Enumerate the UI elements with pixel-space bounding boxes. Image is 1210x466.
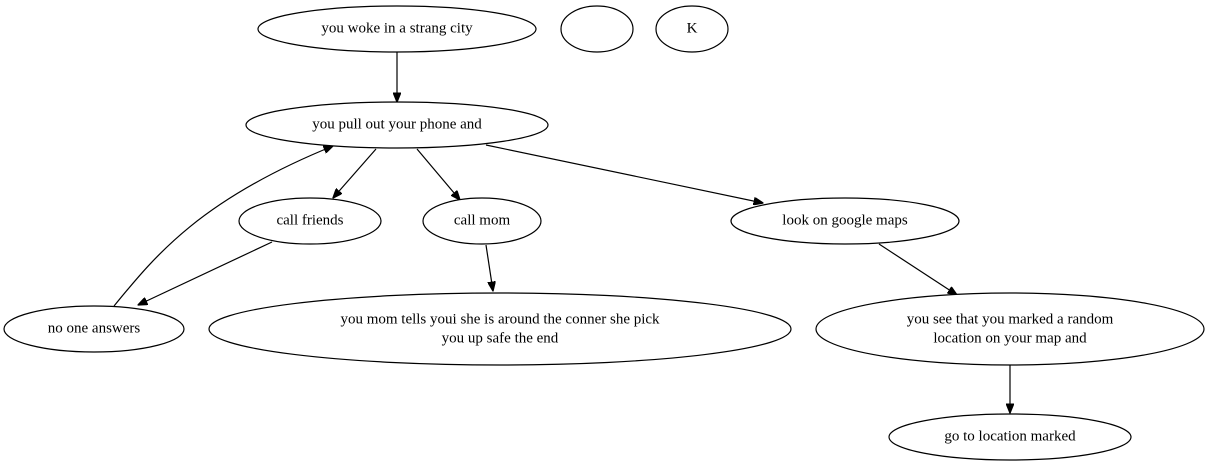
node-noone-label: no one answers — [48, 320, 141, 336]
edge-mom-to-momtells — [485, 244, 493, 291]
node-mom: call mom — [422, 197, 542, 245]
node-marked-shape — [815, 292, 1205, 366]
nodes: you woke in a strang city K you pull out… — [3, 5, 1205, 461]
node-woke-shape — [257, 5, 537, 53]
node-maps-label: look on google maps — [782, 212, 908, 228]
node-goto-shape — [888, 413, 1132, 461]
node-k-shape — [655, 5, 729, 53]
node-marked-label-line1: you see that you marked a random — [907, 311, 1114, 327]
node-friends-label: call friends — [276, 212, 343, 228]
node-friends: call friends — [238, 197, 382, 245]
node-k: K — [655, 5, 729, 53]
node-maps-shape — [730, 197, 960, 245]
node-momtells-shape — [208, 292, 792, 366]
node-momtells: you mom tells youi she is around the con… — [208, 292, 792, 366]
node-noone: no one answers — [3, 305, 185, 353]
node-goto: go to location marked — [888, 413, 1132, 461]
node-marked: you see that you marked a random locatio… — [815, 292, 1205, 366]
node-k-label: K — [687, 20, 698, 36]
node-blank — [560, 5, 634, 53]
node-momtells-label-line2: you up safe the end — [442, 330, 559, 346]
edge-friends-to-noone — [138, 241, 273, 305]
node-phone: you pull out your phone and — [245, 101, 549, 149]
node-marked-label-line2: location on your map and — [933, 330, 1087, 346]
node-noone-shape — [3, 305, 185, 353]
node-goto-label: go to location marked — [944, 428, 1076, 444]
node-phone-label: you pull out your phone and — [312, 116, 482, 132]
node-momtells-label-line1: you mom tells youi she is around the con… — [340, 311, 660, 327]
node-woke: you woke in a strang city — [257, 5, 537, 53]
node-phone-shape — [245, 101, 549, 149]
edge-phone-to-maps — [485, 144, 763, 203]
node-woke-label: you woke in a strang city — [321, 20, 473, 36]
node-blank-shape — [560, 5, 634, 53]
edge-maps-to-marked — [878, 243, 957, 295]
edges — [113, 52, 1010, 413]
edge-phone-to-friends — [333, 148, 377, 198]
edge-noone-to-phone — [113, 146, 333, 307]
node-mom-label: call mom — [454, 212, 511, 228]
edge-phone-to-mom — [416, 148, 460, 200]
node-maps: look on google maps — [730, 197, 960, 245]
node-mom-shape — [422, 197, 542, 245]
node-friends-shape — [238, 197, 382, 245]
